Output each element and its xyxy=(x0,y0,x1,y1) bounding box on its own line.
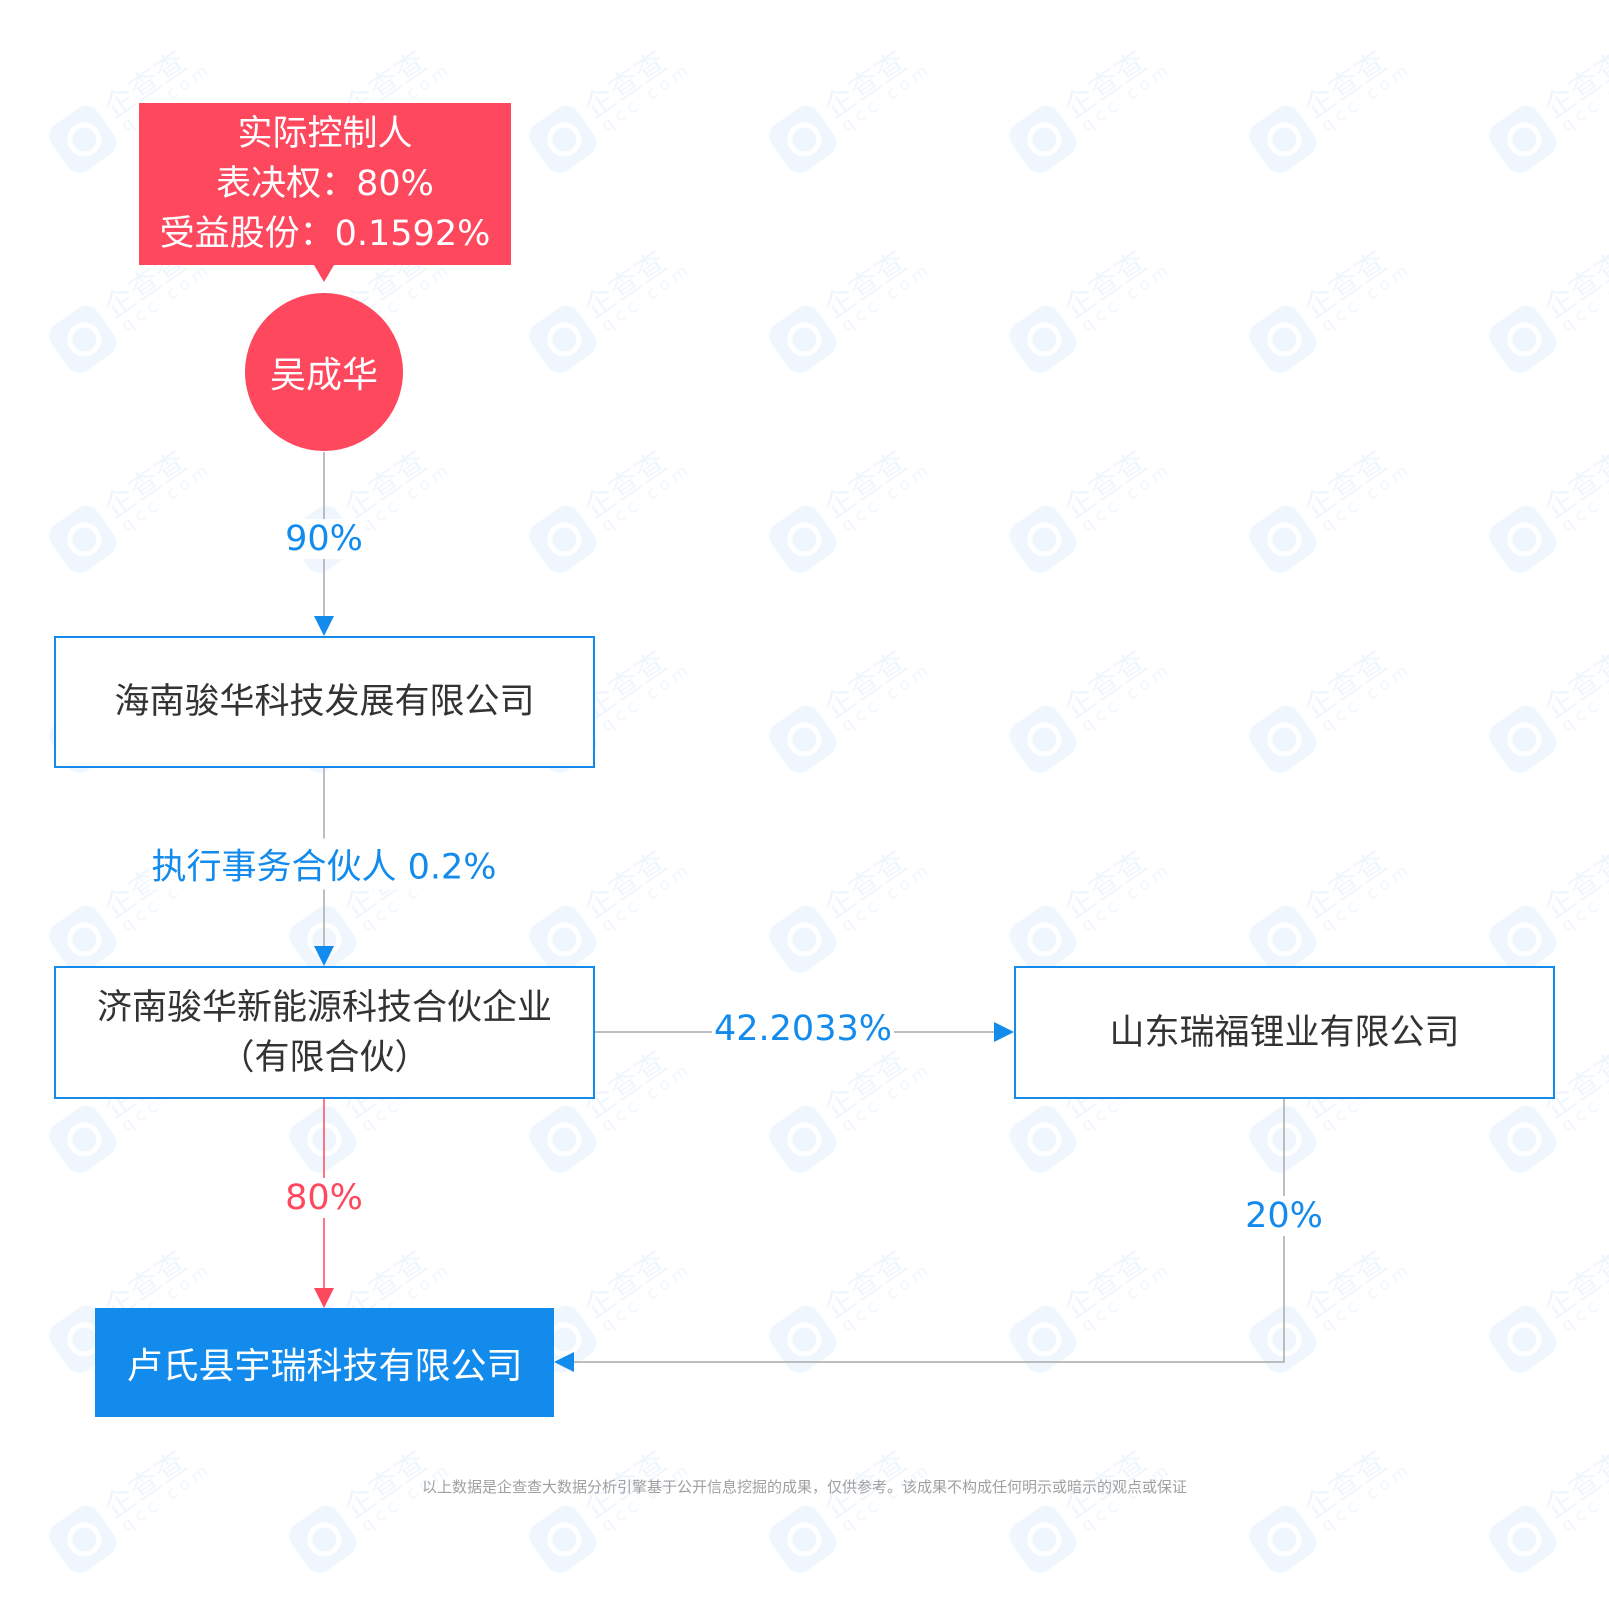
actual-controller-badge: 实际控制人 表决权：80% 受益股份：0.1592% xyxy=(139,103,511,265)
company-name: 海南骏华科技发展有限公司 xyxy=(114,682,535,722)
edge-label-42: 42.2033% xyxy=(712,1009,894,1049)
badge-pointer xyxy=(314,265,334,282)
target-company-name: 卢氏县宇瑞科技有限公司 xyxy=(126,1345,523,1387)
company-name-line1: 济南骏华新能源科技合伙企业 xyxy=(96,987,552,1028)
person-node[interactable]: 吴成华 xyxy=(245,293,403,451)
disclaimer-footer: 以上数据是企查查大数据分析引擎基于公开信息挖掘的成果，仅供参考。该成果不构成任何… xyxy=(421,1478,1187,1496)
edge-label-20: 20% xyxy=(1243,1196,1325,1236)
company-node-hainan[interactable]: 海南骏华科技发展有限公司 xyxy=(54,636,595,768)
arrow-jinan xyxy=(314,946,334,966)
badge-title: 实际控制人 xyxy=(237,114,413,154)
badge-beneficial-shares: 受益股份：0.1592% xyxy=(159,214,491,254)
person-name: 吴成华 xyxy=(269,355,378,396)
badge-voting-rights: 表决权：80% xyxy=(216,164,434,204)
edge-label-90: 90% xyxy=(283,519,365,559)
edge-label-80: 80% xyxy=(283,1178,365,1218)
company-node-jinan[interactable]: 济南骏华新能源科技合伙企业 （有限合伙） xyxy=(54,966,595,1099)
arrow-target-blue xyxy=(554,1352,574,1372)
arrow-hainan xyxy=(314,616,334,636)
company-node-shandong[interactable]: 山东瑞福锂业有限公司 xyxy=(1014,966,1555,1099)
company-name-line2: （有限合伙） xyxy=(219,1037,430,1078)
edge-shandong-target xyxy=(570,1099,1285,1363)
edge-label-gp: 执行事务合伙人 0.2% xyxy=(149,838,499,890)
target-company-node[interactable]: 卢氏县宇瑞科技有限公司 xyxy=(95,1308,554,1417)
arrow-shandong xyxy=(994,1022,1014,1042)
company-name: 山东瑞福锂业有限公司 xyxy=(1109,1012,1460,1053)
arrow-target-red xyxy=(314,1288,334,1308)
